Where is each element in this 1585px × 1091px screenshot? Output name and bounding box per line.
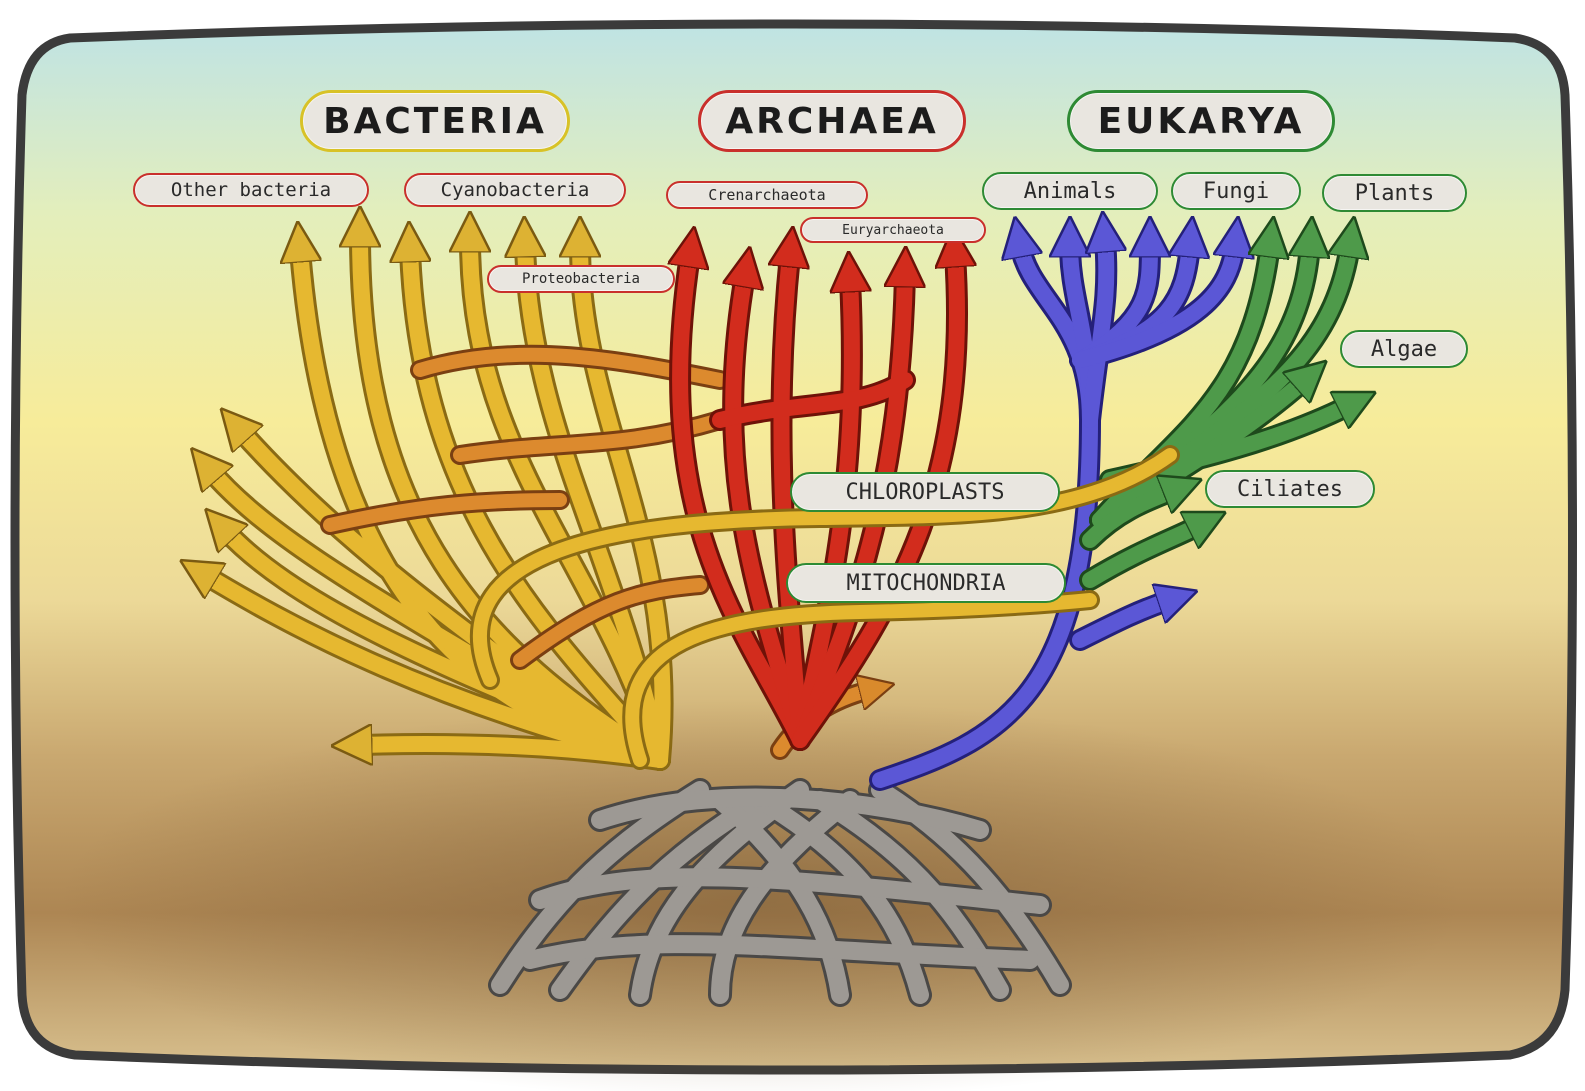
cyanobacteria-label: Cyanobacteria bbox=[404, 173, 626, 207]
proteobacteria-label: Proteobacteria bbox=[487, 265, 675, 293]
mitochondria-label: MITOCHONDRIA bbox=[786, 563, 1066, 603]
euryarchaeota-label: Euryarchaeota bbox=[800, 217, 986, 243]
other-bacteria-label: Other bacteria bbox=[133, 173, 369, 207]
ciliates-label: Ciliates bbox=[1205, 470, 1375, 508]
eukarya-domain-label: EUKARYA bbox=[1067, 90, 1335, 152]
chloroplasts-label: CHLOROPLASTS bbox=[790, 472, 1060, 512]
crenarchaeota-label: Crenarchaeota bbox=[666, 181, 868, 209]
plants-label: Plants bbox=[1322, 174, 1467, 212]
fungi-label: Fungi bbox=[1171, 172, 1301, 210]
archaea-domain-label: ARCHAEA bbox=[698, 90, 966, 152]
bacteria-domain-label: BACTERIA bbox=[300, 90, 570, 152]
algae-label: Algae bbox=[1340, 330, 1468, 368]
animals-label: Animals bbox=[982, 172, 1158, 210]
